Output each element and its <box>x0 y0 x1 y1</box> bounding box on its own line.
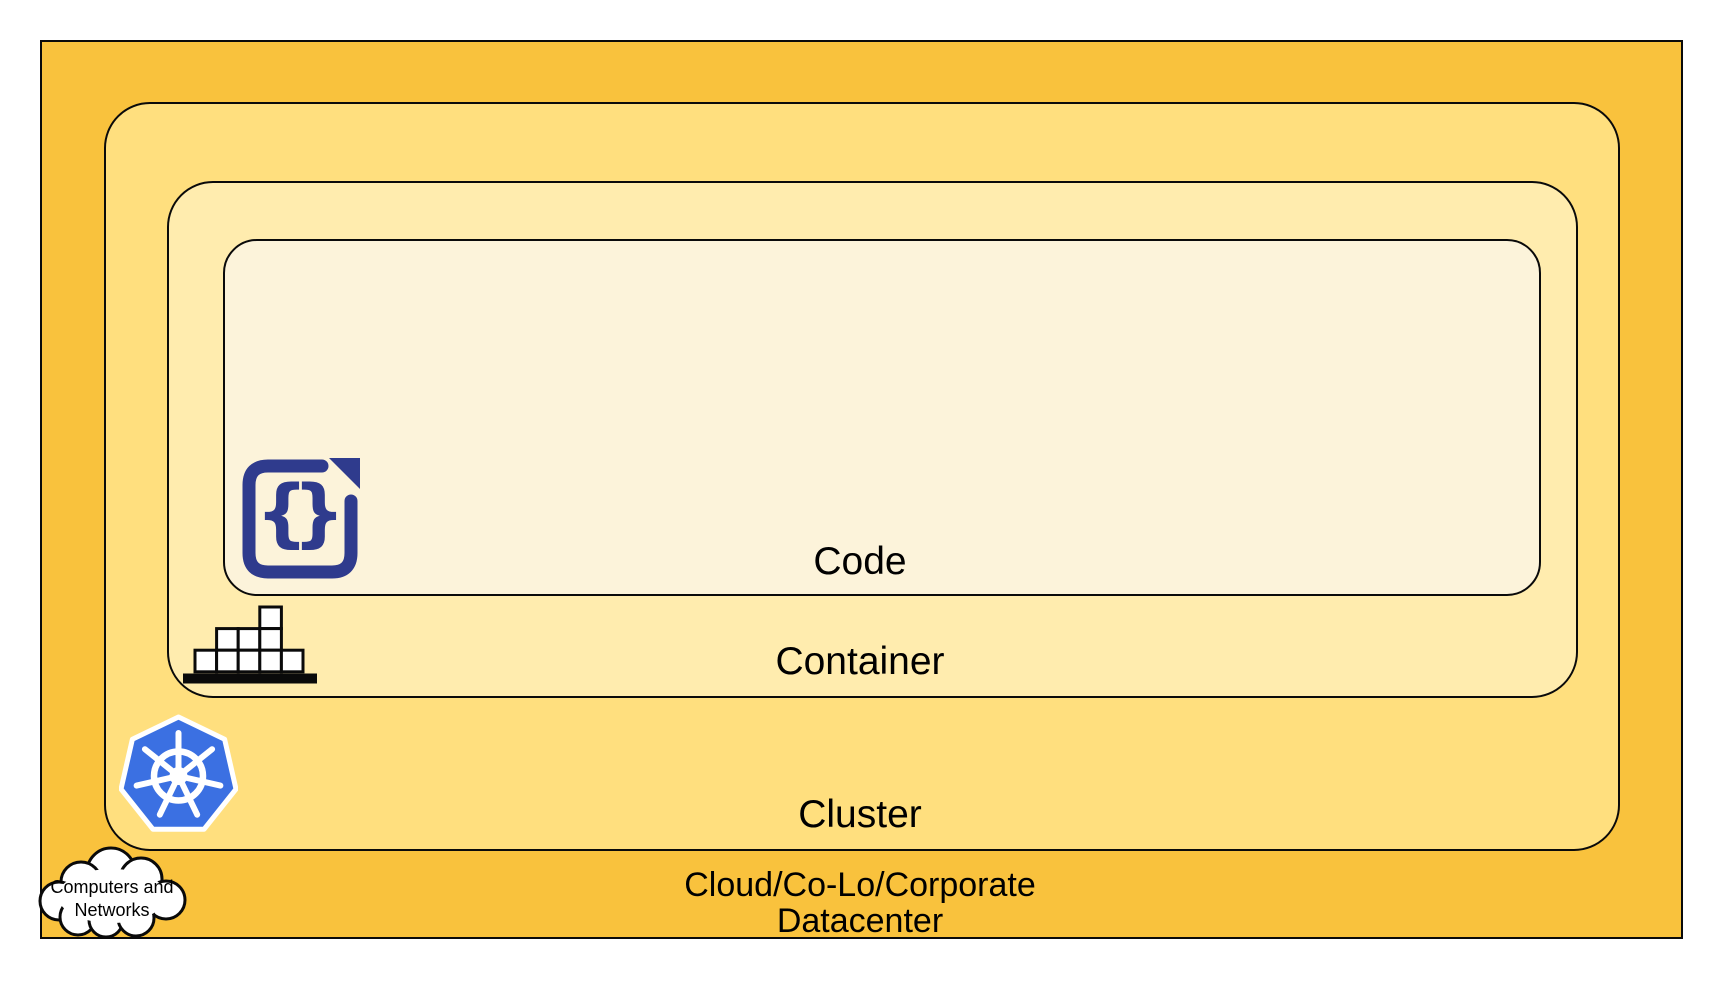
code-file-fold-corner <box>329 458 360 489</box>
container-stack-icon <box>183 605 317 684</box>
cluster-label: Cluster <box>798 793 922 836</box>
crate-top <box>258 605 283 631</box>
kubernetes-icon <box>119 714 238 832</box>
code-label: Code <box>813 540 907 583</box>
layer-code <box>223 239 1541 596</box>
cloud-label-line1: Computers and <box>50 877 173 897</box>
crate-base-bar <box>183 673 317 684</box>
datacenter-label-line1: Cloud/Co-Lo/Corporate <box>684 866 1036 904</box>
container-label: Container <box>775 640 945 683</box>
kubernetes-wheel <box>133 730 224 818</box>
code-file-icon: { } <box>242 458 360 579</box>
crate-bottom-5 <box>279 648 305 674</box>
cloud-icon: Computers and Networks <box>38 846 187 939</box>
datacenter-label: Cloud/Co-Lo/Corporate Datacenter <box>0 867 1720 939</box>
cloud-label-line2: Networks <box>74 900 149 920</box>
cloud-outline <box>38 846 187 939</box>
code-file-outline <box>242 459 358 579</box>
brace-open-glyph: { <box>256 470 309 556</box>
datacenter-label-line2: Datacenter <box>776 902 944 940</box>
brace-close-glyph: } <box>293 470 346 556</box>
